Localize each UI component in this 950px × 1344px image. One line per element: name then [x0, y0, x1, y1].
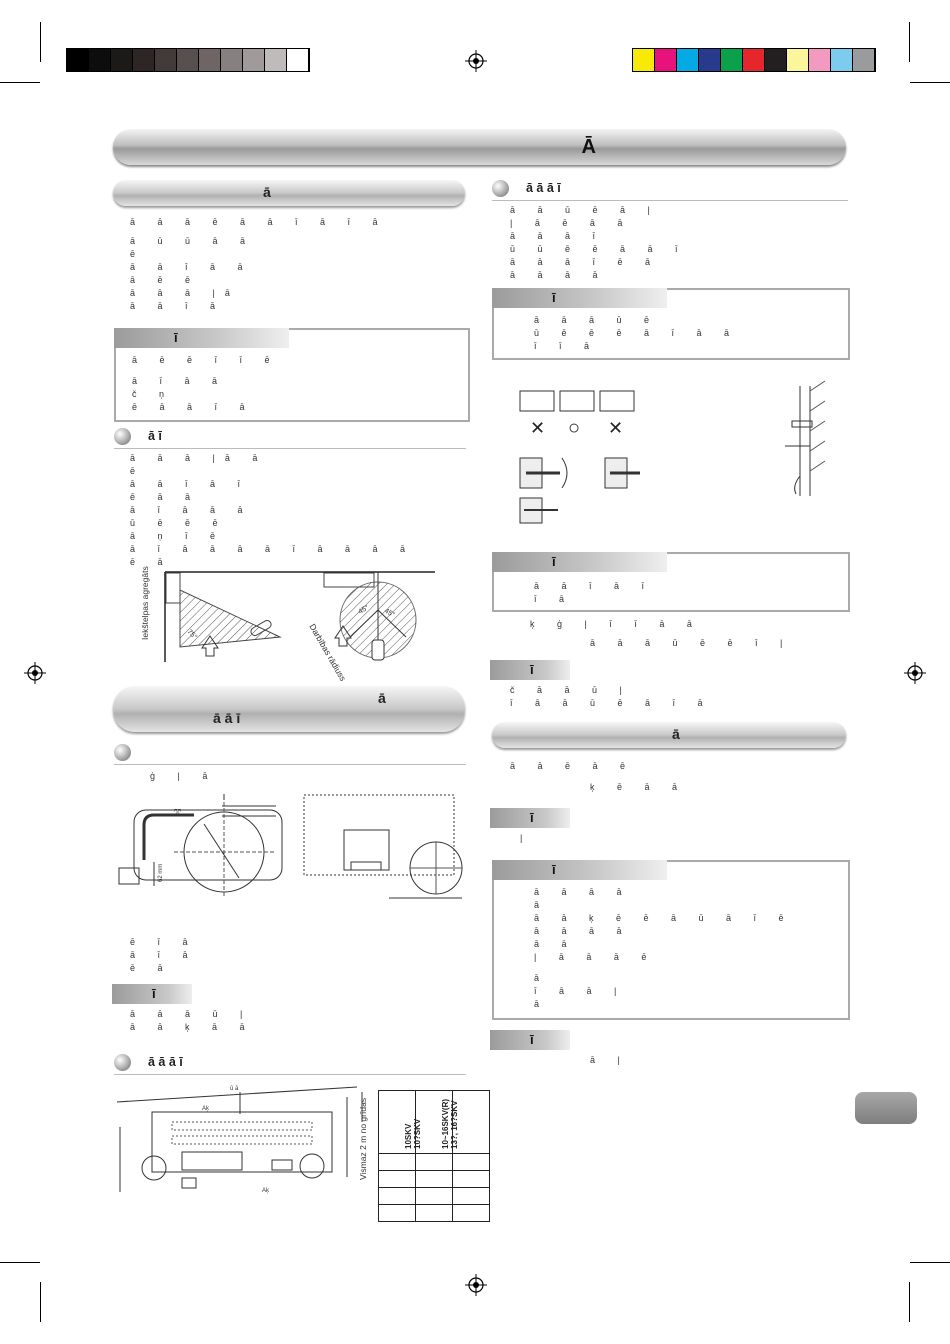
color-swatch: [831, 49, 853, 71]
left-mid-section-header: ā ā ā ī: [113, 686, 465, 732]
right-subsection-1-header: ā ā ā ī: [492, 180, 848, 201]
color-swatch: [633, 49, 655, 71]
gray-swatch: [221, 49, 243, 71]
crop-mark: [0, 1262, 40, 1263]
gray-swatch: [177, 49, 199, 71]
bullet-ball-icon: [492, 180, 509, 197]
right-note-3-tab: ī: [490, 660, 570, 680]
crop-mark: [910, 82, 950, 83]
left-section-header: ā: [113, 180, 465, 206]
gray-swatch: [133, 49, 155, 71]
svg-text:⤧: ⤧: [174, 807, 181, 817]
right-note-6-text: ā |: [590, 1055, 630, 1065]
piping-hole-diagram: 62 mm ⤧: [118, 794, 463, 899]
main-section-header: Ā: [113, 129, 846, 165]
svg-text:62 mm: 62 mm: [158, 864, 164, 882]
left-subsection-2-text: ģ | ā: [150, 771, 218, 781]
color-swatch: [743, 49, 765, 71]
color-swatch: [655, 49, 677, 71]
indoor-unit-label: Iekštelpas agregāts: [140, 566, 150, 640]
color-swatch: [677, 49, 699, 71]
color-swatch: [853, 49, 875, 71]
left-note-2-text: ā ā ā ū |ā ā ķ ā ā: [130, 1009, 255, 1032]
gray-swatch: [155, 49, 177, 71]
left-note-2-tab: ī: [112, 984, 192, 1004]
svg-text:ū ā: ū ā: [230, 1086, 239, 1092]
gray-swatch: [67, 49, 89, 71]
svg-text:✕: ✕: [608, 418, 623, 438]
crop-mark: [910, 1262, 950, 1263]
crop-mark: [909, 1282, 910, 1322]
svg-text:✕: ✕: [530, 418, 545, 438]
gray-swatch: [287, 49, 309, 71]
right-section-header: ā: [492, 722, 846, 748]
installation-plate-diagram: ū ā Aķ Aķ: [116, 1086, 363, 1194]
operating-range-diagram: 75° 45° 45°: [164, 571, 435, 662]
registration-mark-icon: [465, 50, 487, 72]
svg-text:○: ○: [568, 417, 580, 439]
bullet-ball-icon: [114, 1054, 131, 1071]
registration-mark-icon: [904, 662, 926, 684]
min-height-label: Vismaz 2 m no grīdas: [358, 1097, 368, 1180]
crop-mark: [909, 22, 910, 62]
left-subsection-1-header: ā ī: [114, 428, 466, 449]
color-swatch: [699, 49, 721, 71]
left-subsection-2-header: [114, 744, 466, 765]
page-number-tab: [855, 1092, 917, 1124]
gray-swatch: [89, 49, 111, 71]
process-color-bar: [632, 48, 876, 72]
registration-mark-icon: [465, 1274, 487, 1296]
right-note-6-tab: ī: [490, 1030, 570, 1050]
grayscale-color-bar: [66, 48, 310, 72]
page-title: Ā: [581, 136, 596, 158]
bullet-ball-icon: [114, 744, 131, 761]
svg-text:Aķ: Aķ: [202, 1106, 210, 1112]
crop-mark: [40, 1282, 41, 1322]
color-swatch: [809, 49, 831, 71]
right-note-3-text: č ā ā ū |ī ā ā ū ē ā ī ā: [510, 685, 713, 708]
crop-mark: [0, 82, 40, 83]
svg-text:Aķ: Aķ: [262, 1188, 270, 1194]
wall-anchor-diagram: ✕ ○ ✕: [519, 380, 826, 524]
gray-swatch: [111, 49, 133, 71]
gray-swatch: [243, 49, 265, 71]
crop-mark: [40, 22, 41, 62]
color-swatch: [765, 49, 787, 71]
gray-swatch: [265, 49, 287, 71]
right-note-4-tab: ī: [490, 808, 570, 828]
registration-mark-icon: [24, 662, 46, 684]
color-swatch: [721, 49, 743, 71]
bullet-ball-icon: [114, 428, 131, 445]
gray-swatch: [199, 49, 221, 71]
left-subsection-3-header: ā ā ā ī: [114, 1054, 466, 1075]
color-swatch: [787, 49, 809, 71]
right-note-4-text: |: [520, 833, 533, 843]
